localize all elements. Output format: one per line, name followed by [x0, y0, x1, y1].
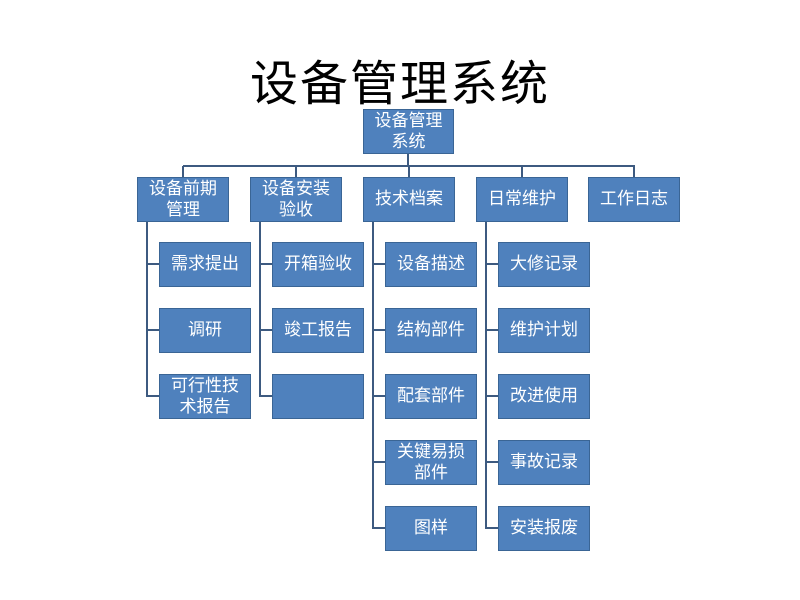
branch-connector: [633, 166, 635, 177]
child-connector: [372, 329, 385, 331]
child-connector: [372, 461, 385, 463]
child-connector-vertical: [146, 222, 148, 396]
child-node[interactable]: 配套部件: [385, 374, 477, 419]
child-node[interactable]: 维护计划: [498, 308, 590, 353]
child-connector-vertical: [485, 222, 487, 528]
root-node[interactable]: 设备管理 系统: [363, 109, 454, 154]
child-node[interactable]: 可行性技 术报告: [159, 374, 251, 419]
child-node[interactable]: 大修记录: [498, 242, 590, 287]
child-node[interactable]: 改进使用: [498, 374, 590, 419]
child-connector-vertical: [259, 222, 261, 396]
child-connector: [372, 263, 385, 265]
branch-node[interactable]: 日常维护: [476, 177, 568, 222]
branch-connector: [408, 166, 410, 177]
child-node[interactable]: 需求提出: [159, 242, 251, 287]
child-node[interactable]: 调研: [159, 308, 251, 353]
branch-connector: [182, 166, 184, 177]
child-node[interactable]: 设备描述: [385, 242, 477, 287]
root-connector: [407, 154, 409, 166]
child-connector: [485, 329, 498, 331]
child-node[interactable]: 开箱验收: [272, 242, 364, 287]
child-node[interactable]: 竣工报告: [272, 308, 364, 353]
child-connector: [259, 329, 272, 331]
child-connector: [372, 527, 385, 529]
child-connector-vertical: [372, 222, 374, 528]
child-node[interactable]: 结构部件: [385, 308, 477, 353]
child-connector: [485, 263, 498, 265]
branch-node[interactable]: 设备前期 管理: [137, 177, 229, 222]
branch-node[interactable]: 技术档案: [363, 177, 455, 222]
child-connector: [485, 461, 498, 463]
child-connector: [259, 263, 272, 265]
child-connector: [146, 395, 159, 397]
branch-node[interactable]: 工作日志: [588, 177, 680, 222]
child-connector: [146, 263, 159, 265]
child-connector: [485, 527, 498, 529]
child-node[interactable]: 安装报废: [498, 506, 590, 551]
child-connector: [485, 395, 498, 397]
child-node[interactable]: [272, 374, 364, 419]
child-node[interactable]: 事故记录: [498, 440, 590, 485]
page-title: 设备管理系统: [249, 56, 550, 112]
child-node[interactable]: 关键易损 部件: [385, 440, 477, 485]
child-connector: [146, 329, 159, 331]
branch-node[interactable]: 设备安装 验收: [250, 177, 342, 222]
child-connector: [259, 395, 272, 397]
branch-connector: [295, 166, 297, 177]
child-node[interactable]: 图样: [385, 506, 477, 551]
child-connector: [372, 395, 385, 397]
branch-connector: [521, 166, 523, 177]
